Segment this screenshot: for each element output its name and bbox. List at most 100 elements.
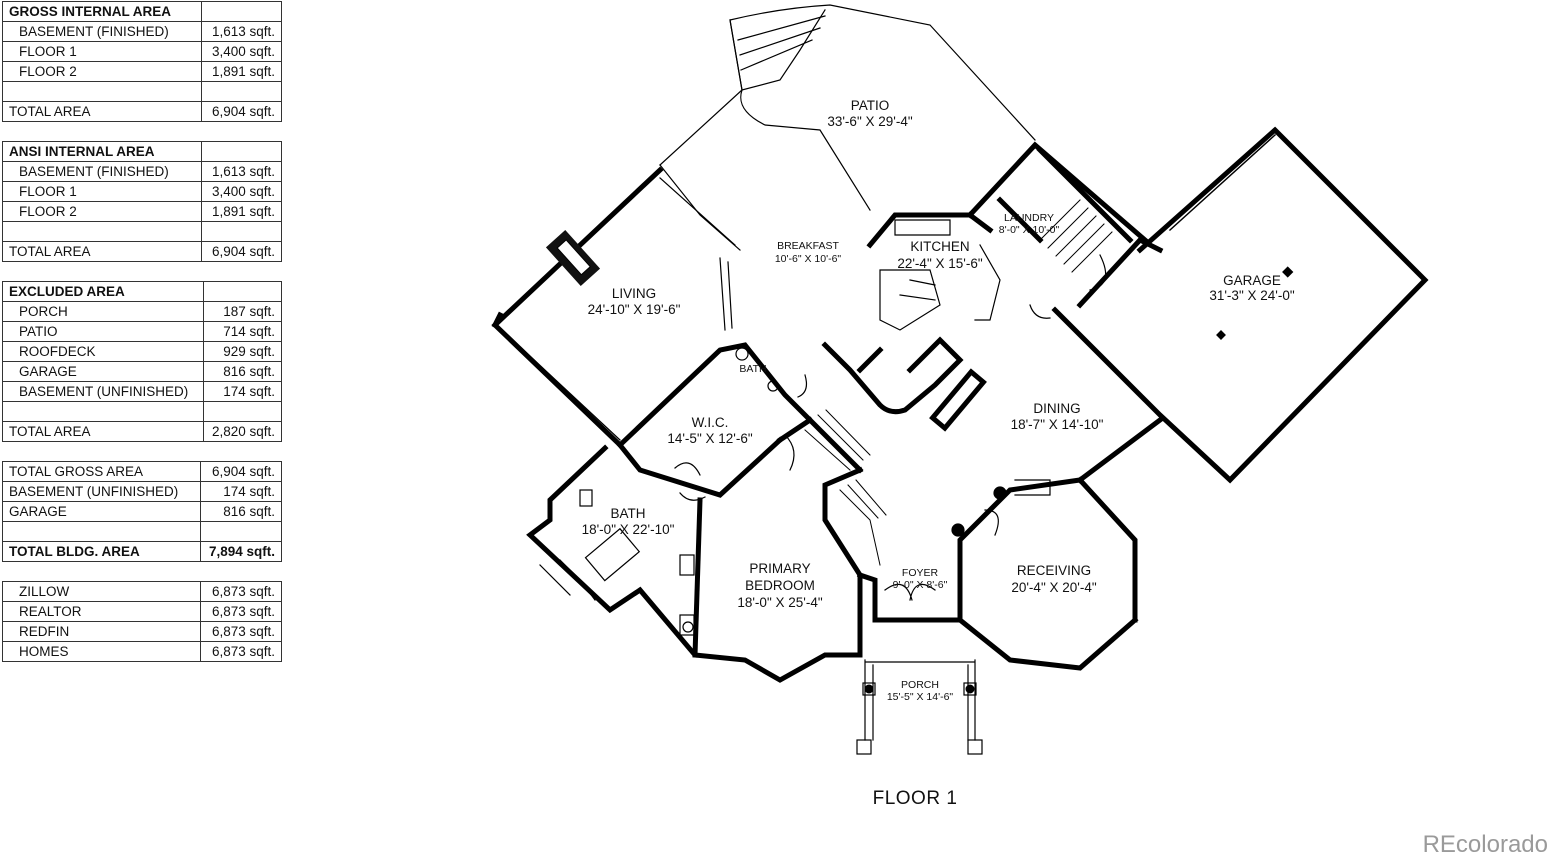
row-value (202, 401, 282, 422)
row-value: 714 sqft. (202, 321, 282, 342)
row-label: FLOOR 2 (1, 61, 203, 82)
row-value: 2,820 sqft. (202, 421, 282, 442)
dining-label: DINING (1033, 401, 1080, 416)
row-label: GARAGE (2, 361, 204, 382)
foyer-dimensions: 9'-0" X 8'-6" (893, 579, 948, 591)
row-label: TOTAL BLDG. AREA (1, 541, 202, 562)
table-row: BASEMENT (UNFINISHED)174 sqft. (1, 481, 282, 502)
kitchen-label: KITCHEN (910, 239, 969, 254)
row-label: PATIO (2, 321, 204, 342)
patio-outline (659, 4, 1036, 251)
row-value (200, 521, 282, 542)
row-value (201, 81, 282, 102)
row-value: 174 sqft. (202, 381, 282, 402)
primary-bedroom-dimensions: 18'-0" X 25'-4" (737, 595, 822, 610)
table-title: ANSI INTERNAL AREA (1, 141, 203, 162)
garage-walls (1051, 126, 1429, 484)
row-value: 816 sqft. (202, 361, 282, 382)
living-walls (491, 166, 664, 449)
laundry-dimensions: 8'-0" X 10'-0" (999, 224, 1060, 236)
row-label: TOTAL AREA (2, 421, 204, 442)
row-label: BASEMENT (FINISHED) (1, 161, 203, 182)
row-value: 1,891 sqft. (201, 61, 282, 82)
row-value: 6,873 sqft. (200, 641, 282, 662)
patio-dimensions: 33'-6" X 29'-4" (827, 114, 912, 129)
porch-dimensions: 15'-5" X 14'-6" (887, 691, 954, 703)
garage-label: GARAGE (1223, 273, 1281, 288)
kitchen-counter (821, 336, 964, 415)
table-header: EXCLUDED AREA (2, 281, 282, 302)
row-value: 6,873 sqft. (200, 601, 282, 622)
row-label: FLOOR 1 (1, 181, 203, 202)
row-label (1, 521, 202, 542)
kitchen-island (879, 219, 1001, 331)
table-row: BASEMENT (FINISHED)1,613 sqft. (1, 21, 282, 42)
laundry-label: LAUNDRY (1004, 212, 1054, 224)
table-row (2, 401, 282, 422)
room-labels: PATIO 33'-6" X 29'-4" LIVING 24'-10" X 1… (582, 98, 1295, 703)
row-value (201, 221, 282, 242)
row-label: ZILLOW (1, 581, 202, 602)
floor-title: FLOOR 1 (872, 788, 958, 809)
receiving-dimensions: 20'-4" X 20'-4" (1011, 580, 1096, 595)
table-row (1, 81, 282, 102)
row-value: 1,891 sqft. (201, 201, 282, 222)
row-value: 1,613 sqft. (201, 21, 282, 42)
primary-bedroom-label-2: BEDROOM (745, 578, 815, 593)
row-label: ROOFDECK (2, 341, 204, 362)
table-row: BASEMENT (UNFINISHED)174 sqft. (2, 381, 282, 402)
row-value: 187 sqft. (202, 301, 282, 322)
row-label: BASEMENT (UNFINISHED) (1, 481, 202, 502)
living-dimensions: 24'-10" X 19'-6" (588, 302, 681, 317)
bath-dimensions: 18'-0" X 22'-10" (582, 522, 675, 537)
table-row (1, 221, 282, 242)
foyer-label: FOYER (902, 567, 939, 579)
row-label: REDFIN (1, 621, 202, 642)
floor-plan-drawing: PATIO 33'-6" X 29'-4" LIVING 24'-10" X 1… (491, 4, 1429, 755)
table-title: GROSS INTERNAL AREA (1, 1, 203, 22)
table-row (1, 521, 282, 542)
row-label: TOTAL GROSS AREA (1, 461, 202, 482)
dining-buffet (929, 368, 987, 432)
dining-dimensions: 18'-7" X 14'-10" (1011, 417, 1104, 432)
table-row: BASEMENT (FINISHED)1,613 sqft. (1, 161, 282, 182)
kitchen-dimensions: 22'-4" X 15'-6" (897, 256, 982, 271)
row-value: 3,400 sqft. (201, 41, 282, 62)
garage-dimensions: 31'-3" X 24'-0" (1209, 288, 1294, 303)
row-value: 1,613 sqft. (201, 161, 282, 182)
row-value: 6,904 sqft. (201, 101, 282, 122)
row-label: PORCH (2, 301, 204, 322)
row-label: REALTOR (1, 601, 202, 622)
breakfast-label: BREAKFAST (777, 240, 839, 252)
table-header: ANSI INTERNAL AREA (1, 141, 282, 162)
table-title: EXCLUDED AREA (2, 281, 204, 302)
receiving-label: RECEIVING (1017, 563, 1091, 578)
row-value: 929 sqft. (202, 341, 282, 362)
small-bath-label: BATH (739, 363, 766, 375)
table-header: GROSS INTERNAL AREA (1, 1, 282, 22)
row-value: 6,904 sqft. (201, 241, 282, 262)
row-label (2, 401, 204, 422)
row-label (1, 221, 203, 242)
primary-bedroom-label-1: PRIMARY (749, 561, 810, 576)
row-value: 6,904 sqft. (200, 461, 282, 482)
row-label: TOTAL AREA (1, 101, 203, 122)
